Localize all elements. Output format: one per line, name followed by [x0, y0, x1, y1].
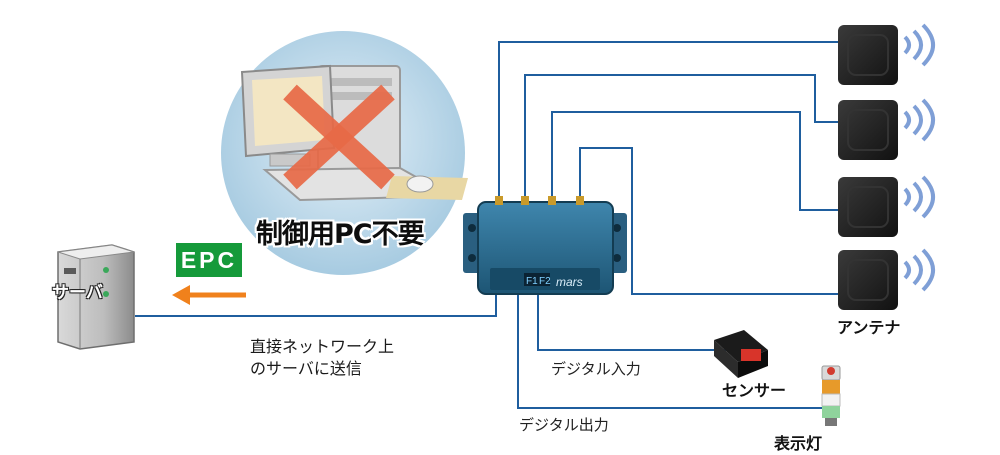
signal-wave-icon	[903, 23, 935, 67]
server-icon	[57, 244, 135, 350]
network-description-line2: のサーバに送信	[250, 359, 362, 378]
pc-not-required-label: 制御用PC不要	[256, 219, 425, 250]
indicator-light-icon	[821, 365, 841, 426]
network-description-line1: 直接ネットワーク上	[250, 337, 395, 356]
antenna-1-cable	[498, 41, 840, 200]
antenna-4	[838, 248, 935, 310]
cross-mark-icon	[283, 84, 395, 190]
rfid-reader: F1 F2 mars	[463, 196, 627, 295]
digital-input-cable	[537, 292, 728, 351]
digital-input-label: デジタル入力	[551, 360, 641, 378]
digital-output-cable	[517, 292, 830, 409]
antenna-3	[838, 175, 935, 237]
antenna-2-cable	[524, 74, 840, 200]
sensor-icon	[714, 330, 768, 378]
antenna-1	[838, 23, 935, 85]
antenna-3-cable	[551, 111, 840, 211]
port-f1-label: F1	[526, 276, 538, 287]
signal-wave-icon	[903, 98, 935, 142]
antenna-label: アンテナ	[837, 318, 901, 337]
signal-wave-icon	[903, 175, 935, 219]
pc-not-required-bubble	[221, 31, 468, 275]
data-flow-arrow	[172, 285, 246, 305]
digital-output-label: デジタル出力	[519, 416, 609, 434]
connection-lines	[135, 41, 840, 409]
reader-brand-label: mars	[556, 275, 583, 289]
sensor-label: センサー	[722, 381, 787, 400]
network-description: 直接ネットワーク上 のサーバに送信	[250, 336, 394, 380]
signal-wave-icon	[903, 248, 935, 292]
port-f2-label: F2	[539, 276, 551, 287]
network-cable	[135, 292, 497, 317]
antenna-4-cable	[579, 147, 840, 295]
indicator-light-label: 表示灯	[774, 434, 823, 453]
antenna-2	[838, 98, 935, 160]
antenna-ports	[495, 196, 584, 205]
server-label: サーバ	[52, 283, 103, 303]
epc-badge: EPC	[176, 243, 242, 277]
